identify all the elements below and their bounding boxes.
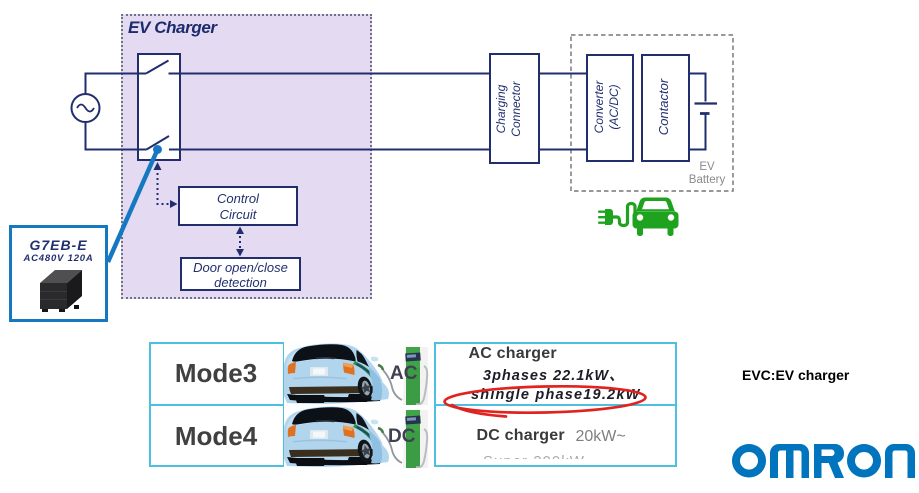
svg-text:AC: AC: [390, 363, 418, 384]
svg-text:DC: DC: [388, 426, 416, 447]
